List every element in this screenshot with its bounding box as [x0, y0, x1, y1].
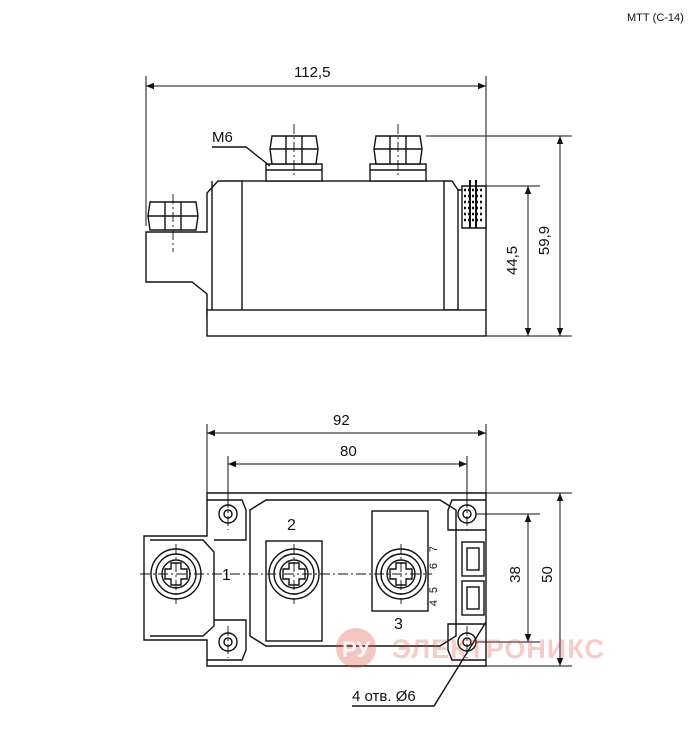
- watermark-logo: РУ ЭЛЕКТРОНИКС: [336, 628, 605, 668]
- terminal-2-label: 2: [287, 517, 296, 534]
- side-view-dimensions: [145, 76, 572, 337]
- pin-5-label: 5: [428, 586, 441, 594]
- dim-depth-total-label: 50: [538, 566, 556, 583]
- dim-depth-holes-label: 38: [506, 566, 524, 583]
- pin-7-label: 7: [428, 545, 441, 553]
- pin-4-label: 4: [428, 599, 441, 607]
- pin-6-label: 6: [428, 562, 441, 570]
- base-plate: [206, 309, 487, 337]
- holes-leader: [352, 621, 487, 707]
- dim-height-inner-label: 44,5: [504, 245, 522, 276]
- dim-width-holes-label: 80: [340, 443, 357, 460]
- thread-label: M6: [212, 129, 233, 146]
- dim-length-label: 112,5: [294, 64, 331, 81]
- terminal-1-label: 1: [222, 567, 231, 584]
- dim-height-total-label: 59,9: [536, 225, 554, 256]
- terminal-3-label: 3: [394, 616, 403, 633]
- housing-right-side: [444, 180, 459, 311]
- control-pins: [461, 541, 485, 616]
- holes-note-label: 4 отв. Ø6: [352, 688, 416, 705]
- model-label: МТТ (С-14): [627, 12, 684, 24]
- thread-leader: [212, 146, 271, 167]
- top-inner-panel: [249, 499, 457, 647]
- terminal-pad-3: [371, 510, 429, 612]
- control-connector: [461, 180, 487, 229]
- housing-body: [241, 180, 445, 317]
- terminal-pad-2: [265, 540, 323, 642]
- side-view: [145, 124, 487, 337]
- top-view-dimensions: [206, 424, 572, 667]
- watermark-logo-text: РУ: [342, 637, 370, 662]
- housing-left-flange: [145, 180, 242, 317]
- top-outline: [143, 492, 487, 667]
- watermark-text: ЭЛЕКТРОНИКС: [392, 634, 605, 664]
- dim-width-outer-label: 92: [333, 412, 350, 429]
